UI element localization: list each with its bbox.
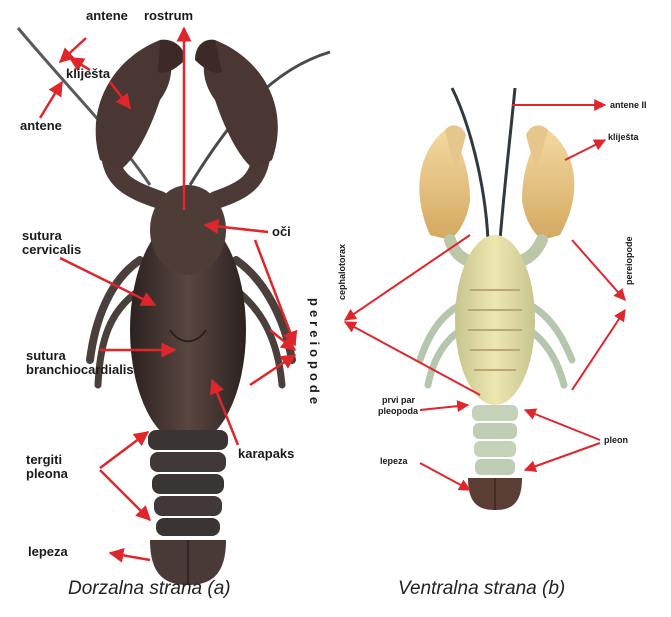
label-sutura-branch-1: sutura [26,348,67,363]
label-sutura-branch-2: branchiocardialis [26,362,134,377]
arrow-tergiti-2 [100,470,150,520]
dorsal-crayfish-illustration [18,28,330,585]
label-lepeza-b: lepeza [380,456,409,466]
caption-dorsal: Dorzalna strana (a) [68,578,231,600]
label-pereiopode-vertical: pereiopode [307,298,322,408]
arrow-prvi-par [420,405,468,410]
arrow-pereiopode-3 [250,355,295,385]
label-lepeza-a: lepeza [28,544,69,559]
arrow-tergiti-1 [100,432,148,468]
label-sutura-cervicalis-2: cervicalis [22,242,81,257]
arrow-lepeza-b [420,463,470,490]
arrow-antene-left [40,82,62,118]
label-klijesta: kliješta [66,66,111,81]
arrow-pleon-1 [525,410,600,440]
arrow-lepeza-a [110,553,150,560]
label-prvi-par-1: prvi par [382,395,416,405]
label-rostrum: rostrum [144,8,193,23]
label-sutura-cervicalis-1: sutura [22,228,63,243]
label-prvi-par-2: pleopoda [378,406,419,416]
label-cephalotorax: cephalotorax [337,244,347,300]
arrow-klijesta-b [565,140,605,160]
arrow-pleon-2 [525,443,600,470]
arrow-pereiopode-b-2 [572,310,625,390]
label-antene-ii: antene II [610,100,647,110]
label-antene-left: antene [20,118,62,133]
label-antene-top: antene [86,8,128,23]
arrow-pereiopode-b-1 [572,240,625,300]
label-karapaks: karapaks [238,446,294,461]
label-pereiopode-b: pereiopode [624,236,634,285]
label-oci: oči [272,224,291,239]
label-tergiti-2: pleona [26,466,69,481]
ventral-crayfish-illustration [419,88,574,510]
label-klijesta-b: kliješta [608,132,640,142]
label-pleon: pleon [604,435,628,445]
label-tergiti-1: tergiti [26,452,62,467]
caption-ventral: Ventralna strana (b) [398,578,565,600]
arrow-pereiopode-1 [255,240,295,345]
